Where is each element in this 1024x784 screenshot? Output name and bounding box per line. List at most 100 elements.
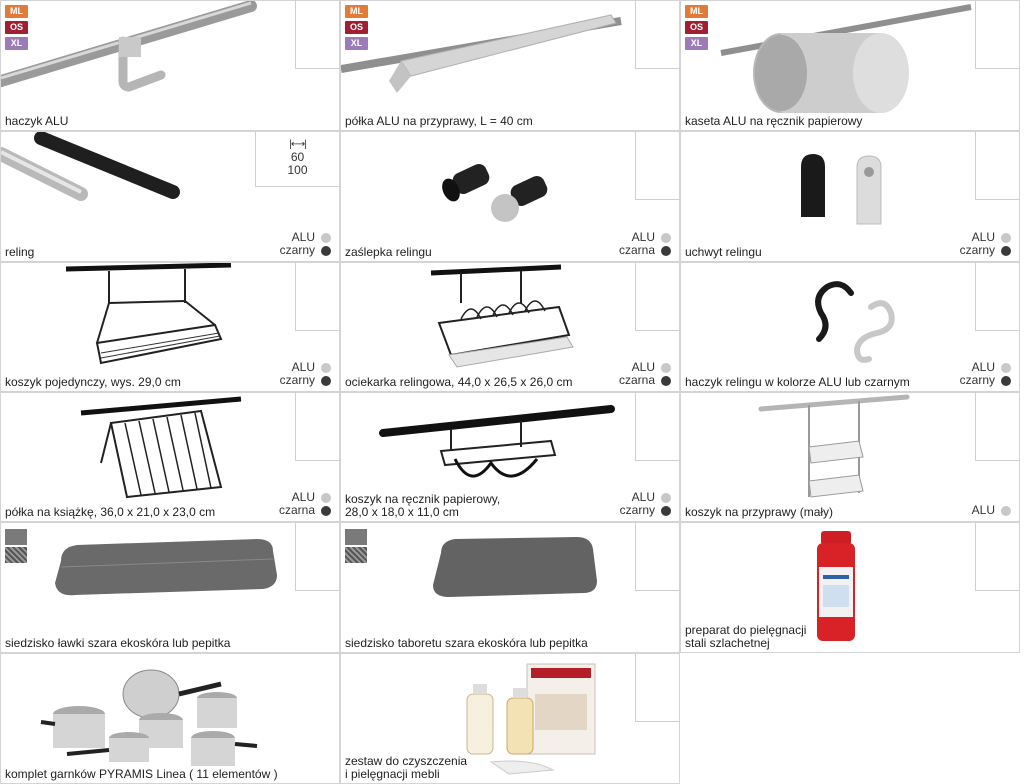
product-image-towel-basket <box>379 405 615 478</box>
alu-dot-icon <box>661 232 671 243</box>
color-options: ALU czarny <box>280 361 331 387</box>
color-black-label: czarna <box>618 373 655 387</box>
color-options: ALU czarny <box>280 231 331 257</box>
alu-dot-icon <box>321 492 331 503</box>
badge-ml: ML <box>5 5 28 18</box>
swatch-pepitka-icon <box>345 547 367 563</box>
badge-os: OS <box>685 21 708 34</box>
empty-box <box>635 393 679 461</box>
product-cell-kaseta-alu[interactable]: ML OS XL kaseta ALU na ręcznik papierowy <box>680 0 1020 131</box>
product-image-single-basket <box>65 263 232 365</box>
empty-box <box>975 132 1019 200</box>
alu-dot-icon <box>661 362 671 373</box>
product-cell-siedzisko-lawki[interactable]: siedzisko ławki szara ekoskóra lub pepit… <box>0 522 340 653</box>
color-alu-label: ALU <box>631 230 655 244</box>
color-black-label: czarny <box>959 243 995 257</box>
material-swatches <box>5 529 27 563</box>
product-image-end-caps <box>442 164 548 222</box>
badge-xl: XL <box>5 37 28 50</box>
color-alu-label: ALU <box>291 490 315 504</box>
product-cell-koszyk-przyprawy[interactable]: ALU koszyk na przyprawy (mały) <box>680 392 1020 522</box>
product-cell-garnki[interactable]: komplet garnków PYRAMIS Linea ( 11 eleme… <box>0 653 340 784</box>
length-100: 100 <box>287 163 308 177</box>
product-label: koszyk pojedynczy, wys. 29,0 cm <box>5 375 181 389</box>
badge-xl: XL <box>345 37 368 50</box>
product-cell-uchwyt[interactable]: ALU czarny uchwyt relingu <box>680 131 1020 262</box>
empty-box <box>295 1 339 69</box>
product-label: haczyk relingu w kolorze ALU lub czarnym <box>685 375 910 389</box>
product-label: zestaw do czyszczenia i pielęgnacji mebl… <box>345 754 468 781</box>
color-options: ALU czarna <box>279 491 331 517</box>
product-label: haczyk ALU <box>5 114 69 128</box>
color-black-label: czarny <box>279 243 315 257</box>
product-image-brackets <box>801 154 882 225</box>
alu-dot-icon <box>1001 232 1011 243</box>
color-options: ALU <box>972 504 1011 517</box>
length-arrow-icon: |⟷| <box>289 139 307 150</box>
product-cell-koszyk-recznik[interactable]: ALU czarny koszyk na ręcznik papierowy, … <box>340 392 680 522</box>
alu-dot-icon <box>1001 505 1011 516</box>
product-image-hook <box>1 1 257 92</box>
product-cell-zestaw[interactable]: zestaw do czyszczenia i pielęgnacji mebl… <box>340 653 680 784</box>
badge-xl: XL <box>685 37 708 50</box>
color-options: ALU czarna <box>619 231 671 257</box>
product-label: koszyk na ręcznik papierowy, 28,0 x 18,0… <box>345 492 501 519</box>
empty-box <box>635 1 679 69</box>
empty-box <box>295 263 339 331</box>
black-dot-icon <box>1001 245 1011 256</box>
rail-length-box: |⟷| 60 100 <box>255 132 339 187</box>
product-cell-preparat[interactable]: preparat do pielęgnacji stali szlachetne… <box>680 522 1020 653</box>
badge-os: OS <box>345 21 368 34</box>
product-label: półka ALU na przyprawy, L = 40 cm <box>345 114 533 128</box>
product-label: komplet garnków PYRAMIS Linea ( 11 eleme… <box>5 767 278 781</box>
product-cell-ociekarka[interactable]: ALU czarna ociekarka relingowa, 44,0 x 2… <box>340 262 680 392</box>
product-label: ociekarka relingowa, 44,0 x 26,5 x 26,0 … <box>345 375 573 389</box>
product-image-shelf <box>341 14 622 93</box>
product-image-rails <box>1 132 180 201</box>
product-image-stool-seat <box>433 537 597 597</box>
color-alu-label: ALU <box>631 490 655 504</box>
product-cell-siedzisko-taboretu[interactable]: siedzisko taboretu szara ekoskóra lub pe… <box>340 522 680 653</box>
product-label: reling <box>5 245 35 259</box>
product-image-bench-seat <box>55 539 277 596</box>
empty-box <box>975 393 1019 461</box>
product-cell-haczyk-alu[interactable]: ML OS XL haczyk ALU <box>0 0 340 131</box>
size-badges: ML OS XL <box>685 5 708 50</box>
color-black-label: czarny <box>619 503 655 517</box>
empty-box <box>635 523 679 591</box>
alu-dot-icon <box>661 492 671 503</box>
color-options: ALU czarna <box>619 361 671 387</box>
color-black-label: czarna <box>278 503 315 517</box>
product-label: kaseta ALU na ręcznik papierowy <box>685 114 863 128</box>
swatch-grey-leather-icon <box>5 529 27 545</box>
black-dot-icon <box>321 505 331 516</box>
empty-box <box>975 1 1019 69</box>
empty-box <box>295 393 339 461</box>
product-cell-haczyk-relingu[interactable]: ALU czarny haczyk relingu w kolorze ALU … <box>680 262 1020 392</box>
color-black-label: czarna <box>618 243 655 257</box>
product-label: koszyk na przyprawy (mały) <box>685 505 834 519</box>
product-image-dish-rack <box>430 264 574 368</box>
empty-box <box>635 263 679 331</box>
size-badges: ML OS XL <box>5 5 28 50</box>
color-alu-label: ALU <box>971 230 995 244</box>
product-label: preparat do pielęgnacji stali szlachetne… <box>685 623 807 650</box>
badge-ml: ML <box>685 5 708 18</box>
black-dot-icon <box>661 505 671 516</box>
product-label: siedzisko ławki szara ekoskóra lub pepit… <box>5 636 231 650</box>
product-cell-polka-alu[interactable]: ML OS XL półka ALU na przyprawy, L = 40 … <box>340 0 680 131</box>
product-image-towel-cassette <box>720 4 972 113</box>
empty-box <box>975 523 1019 591</box>
black-dot-icon <box>321 375 331 386</box>
product-cell-reling[interactable]: |⟷| 60 100 ALU czarny reling <box>0 131 340 262</box>
product-image-spray-can <box>817 531 855 641</box>
product-cell-polka-ksiazka[interactable]: ALU czarna półka na książkę, 36,0 x 21,0… <box>0 392 340 522</box>
color-alu-label: ALU <box>291 360 315 374</box>
product-cell-zaslepka[interactable]: ALU czarna zaślepka relingu <box>340 131 680 262</box>
color-alu-label: ALU <box>631 360 655 374</box>
size-badges: ML OS XL <box>345 5 368 50</box>
product-label: uchwyt relingu <box>685 245 762 259</box>
empty-box <box>975 263 1019 331</box>
product-cell-koszyk-pojedynczy[interactable]: ALU czarny koszyk pojedynczy, wys. 29,0 … <box>0 262 340 392</box>
